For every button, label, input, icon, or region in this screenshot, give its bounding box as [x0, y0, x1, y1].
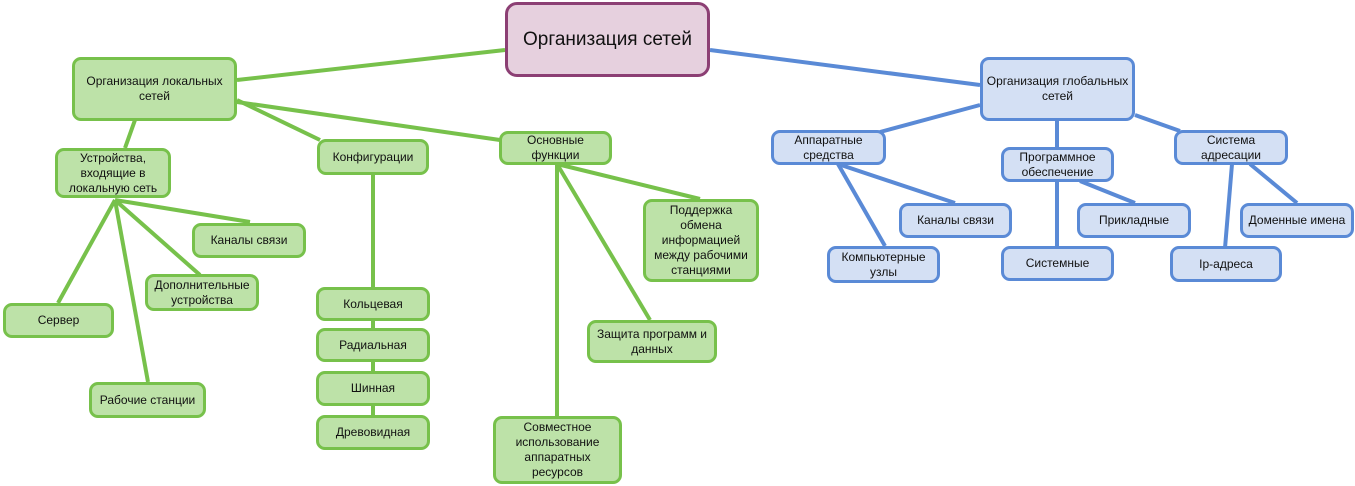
software-system-node: Системные	[1001, 246, 1114, 281]
config-ring-node: Кольцевая	[316, 287, 430, 321]
devices-workstations-node: Рабочие станции	[89, 382, 206, 418]
config-node: Конфигурации	[317, 139, 429, 175]
config-star-node: Радиальная	[316, 328, 430, 362]
root-node: Организация сетей	[505, 2, 710, 77]
devices-additional-node: Дополнительные устройства	[145, 274, 259, 311]
software-applied-node: Прикладные	[1077, 203, 1191, 238]
devices-node: Устройства, входящие в локальную сеть	[55, 148, 171, 198]
functions-node: Основные функции	[499, 131, 612, 165]
devices-server-node: Сервер	[3, 303, 114, 338]
hardware-channels-node: Каналы связи	[899, 203, 1012, 238]
functions-protection-node: Защита программ и данных	[587, 320, 717, 363]
addressing-domains-node: Доменные имена	[1240, 203, 1354, 238]
software-node: Программное обеспечение	[1001, 147, 1114, 182]
config-bus-node: Шинная	[316, 371, 430, 406]
config-tree-node: Древовидная	[316, 415, 430, 450]
local-networks-node: Организация локальных сетей	[72, 57, 237, 121]
addressing-ip-node: Ip-адреса	[1170, 246, 1282, 282]
functions-exchange-node: Поддержка обмена информацией между рабоч…	[643, 199, 759, 282]
devices-channels-node: Каналы связи	[192, 223, 306, 258]
hardware-nodes-node: Компьютерные узлы	[827, 246, 940, 283]
functions-sharing-node: Совместное использование аппаратных ресу…	[493, 416, 622, 484]
global-networks-node: Организация глобальных сетей	[980, 57, 1135, 121]
hardware-node: Аппаратные средства	[771, 130, 886, 165]
addressing-node: Система адресации	[1174, 130, 1288, 165]
